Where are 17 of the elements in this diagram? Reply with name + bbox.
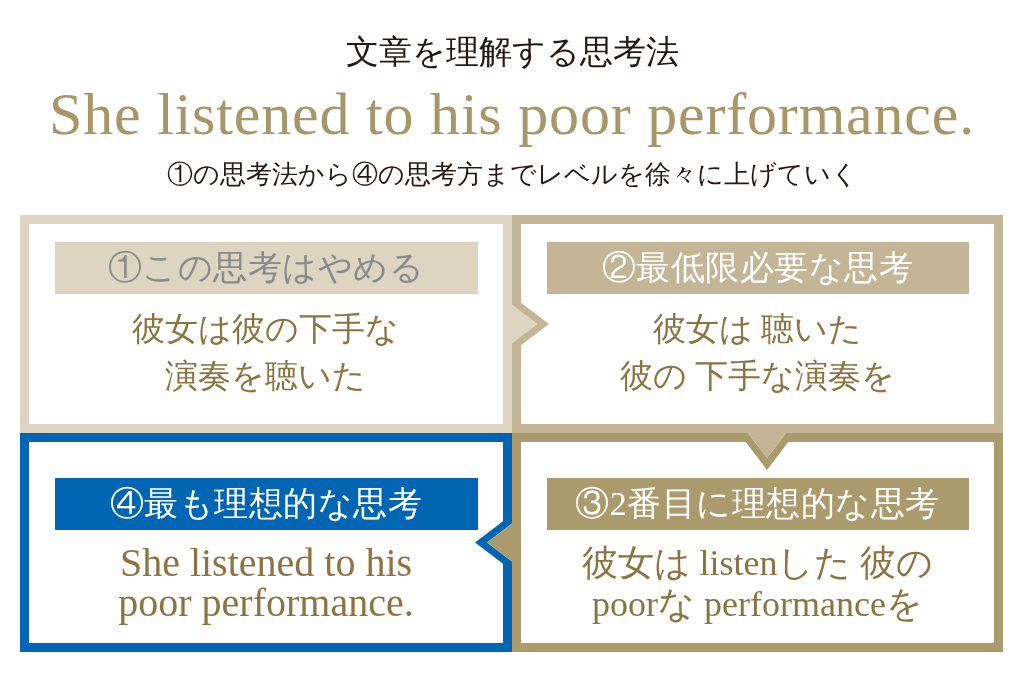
chevron-arrow bbox=[487, 523, 512, 562]
step-heading: ①この思考はやめる bbox=[54, 242, 478, 294]
step-panel bbox=[20, 433, 512, 652]
step-panel bbox=[512, 433, 1003, 652]
example-sentence: She listened to his poor performance. bbox=[49, 80, 975, 149]
step-panel bbox=[20, 215, 512, 433]
step-heading: ④最も理想的な思考 bbox=[54, 478, 478, 530]
step-heading: ③2番目に理想的な思考 bbox=[546, 478, 969, 530]
step-panel bbox=[512, 215, 1003, 433]
step-text: 彼女は彼の下手な演奏を聴いた bbox=[131, 310, 401, 396]
chevron-arrow bbox=[512, 305, 537, 343]
step-heading: ②最低限必要な思考 bbox=[546, 242, 969, 294]
chevron-arrow bbox=[748, 433, 786, 458]
step-text: 彼女は listenした 彼の poorな performanceを bbox=[580, 543, 935, 625]
instruction-text: ①の思考法から④の思考方までレベルを徐々に上げていく bbox=[166, 159, 858, 191]
diagram-title: 文章を理解する思考法 bbox=[345, 33, 679, 72]
step-text: She listened to his poor performance. bbox=[117, 543, 415, 623]
